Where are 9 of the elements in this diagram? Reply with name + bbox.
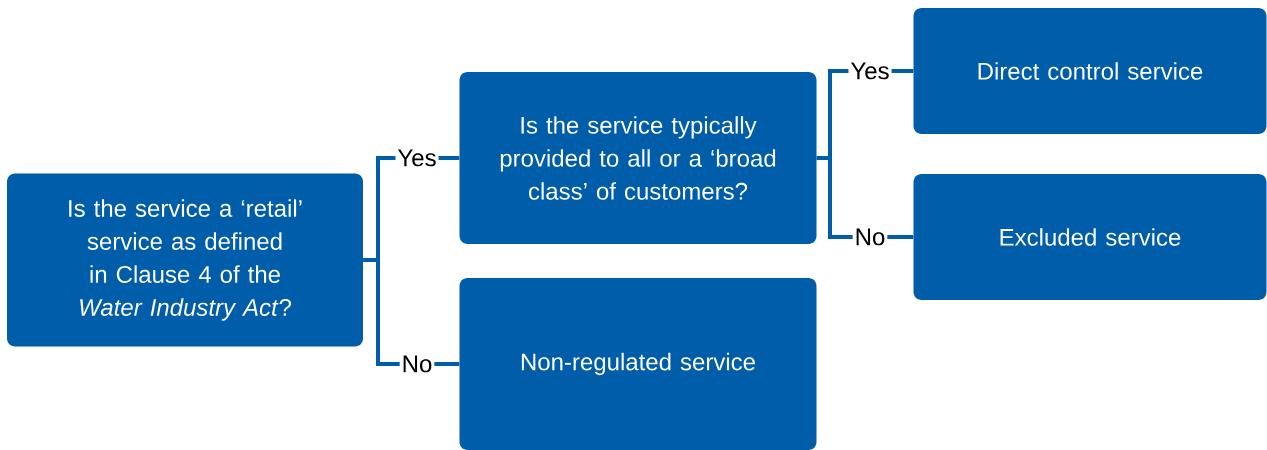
edge-label: Yes — [395, 147, 439, 169]
edge-label: No — [852, 226, 888, 248]
decision-box: Is the service a ‘retail’ service as defined in Clause 4 of the Water Industry Act? — [7, 173, 363, 347]
decision-box: Direct control service — [913, 8, 1267, 134]
decision-box: Excluded service — [913, 174, 1267, 300]
decision-box: Is the service typically provided to all or a ‘broad class’ of customers? — [459, 72, 817, 244]
edge-label: No — [399, 353, 435, 375]
edge-label: Yes — [848, 60, 892, 82]
decision-box: Non-regulated service — [459, 278, 817, 450]
